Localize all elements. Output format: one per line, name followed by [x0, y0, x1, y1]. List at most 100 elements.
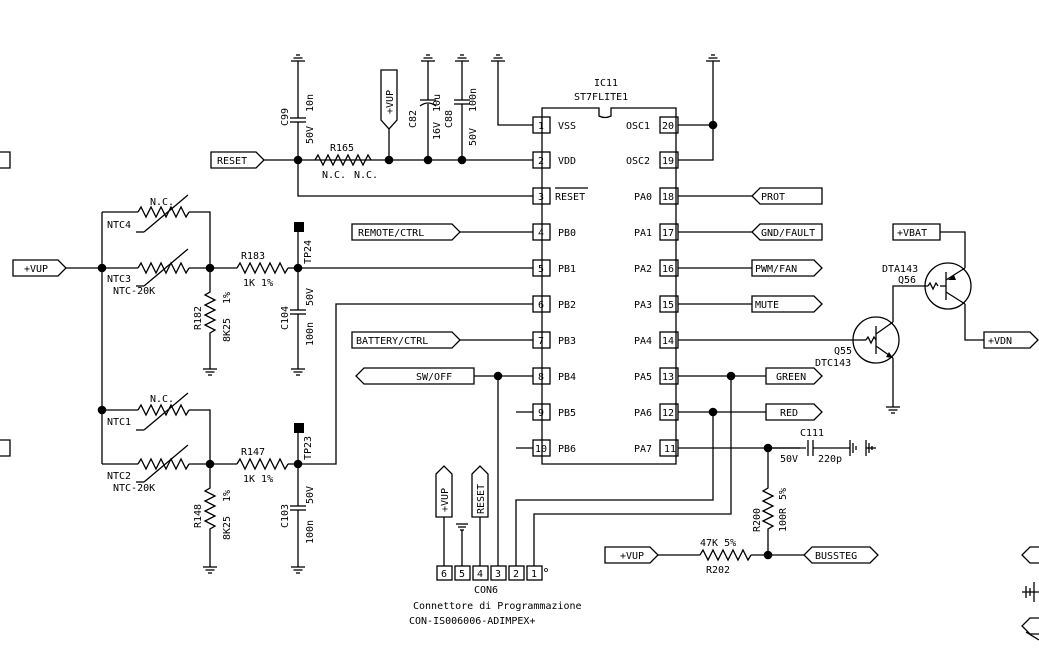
ntc-upper-section: NTC4 N.C. NTC3 NTC-20K R183 1K 1% R182 8… [97, 194, 316, 464]
r183-value: 1K 1% [243, 278, 273, 289]
ic11-ref: IC11 [594, 78, 618, 89]
pin-name: PB3 [558, 336, 576, 347]
pin-name: PA0 [634, 192, 652, 203]
ntc-lower-section: NTC1 N.C. NTC2 NTC-20K R147 1K 1% R148 8… [97, 392, 316, 574]
pin-name: VDD [558, 156, 576, 167]
c103-rating: 50V [305, 486, 316, 504]
q56-ref: Q56 [898, 275, 916, 286]
c88-value: 100n [468, 88, 479, 112]
ntc3-ref: NTC3 [107, 274, 131, 285]
r200-tol: 5% [778, 488, 789, 500]
r182-ref: R182 [193, 306, 204, 330]
r147-ref: R147 [241, 447, 265, 458]
ic-left-pin-2: 2 VDD [532, 151, 576, 169]
port-pwm-fan: PWM/FAN [751, 259, 823, 277]
port-reset: RESET [210, 151, 298, 169]
pin-number: 16 [662, 264, 674, 275]
port-vbat: +VBAT [892, 223, 941, 241]
pin-name: PA5 [634, 372, 652, 383]
port-prot: PROT [751, 187, 823, 205]
c103-ref: C103 [280, 504, 291, 528]
con6-pin-1: 1 [526, 565, 548, 581]
pin-name: OSC1 [626, 121, 650, 132]
port-sw-off: SW/OFF [355, 367, 475, 385]
r147-value: 1K 1% [243, 474, 273, 485]
port-vdn: +VDN [983, 331, 1039, 349]
r202-ref: R202 [706, 565, 730, 576]
port-label: RED [780, 408, 798, 419]
pin-number: 1 [538, 121, 544, 132]
port-label: MUTE [755, 300, 779, 311]
pin-name: PB6 [558, 444, 576, 455]
ic-right-pin-20: 20 OSC1 [626, 116, 679, 134]
r165-value-1: N.C. [322, 170, 346, 181]
ic-left-pin-6: 6 PB2 [532, 295, 576, 313]
c104-rating: 50V [305, 288, 316, 306]
ic-left-pin-5: 5 PB1 [532, 259, 576, 277]
pin-number: 3 [495, 569, 501, 580]
pin-name: PB0 [558, 228, 576, 239]
r182-tol: 1% [222, 292, 233, 304]
c111-value: 220p [818, 454, 842, 465]
port-red: RED [765, 403, 823, 421]
pin-name: RESET [555, 192, 585, 203]
pin-number: 10 [535, 444, 547, 455]
c99-ref: C99 [280, 108, 291, 126]
pin-number: 5 [538, 264, 544, 275]
port-label: GND/FAULT [761, 228, 815, 239]
c104-value: 100n [305, 322, 316, 346]
ic-right-pin-16: 16 PA2 [634, 259, 679, 277]
port-label: BUSSTEG [815, 551, 857, 562]
r182-value: 8K25 [222, 318, 233, 342]
r165-value-2: N.C. [354, 170, 378, 181]
top-supply: C99 10n 50V R165 N.C. N.C. +VUP C82 10u … [280, 54, 721, 181]
tp23-pad [294, 423, 304, 433]
c82-ref: C82 [408, 110, 419, 128]
port-remote-ctrl: REMOTE/CTRL [351, 223, 461, 241]
pin-number: 4 [477, 569, 483, 580]
con6-pin-6: 6 [436, 565, 453, 581]
pin-number: 20 [662, 121, 674, 132]
ic-left-pin-3: 3 RESET [532, 187, 588, 205]
r148-ref: R148 [193, 504, 204, 528]
r148-value: 8K25 [222, 516, 233, 540]
port-battery-ctrl: BATTERY/CTRL [351, 331, 461, 349]
con6-pin-2: 2 [508, 565, 525, 581]
pin-number: 6 [441, 569, 447, 580]
pin-number: 8 [538, 372, 544, 383]
r183-ref: R183 [241, 251, 265, 262]
c82-rating: 16V [432, 122, 443, 140]
pin-number: 17 [662, 228, 674, 239]
port-label: SW/OFF [416, 372, 452, 383]
r202-value: 47K 5% [700, 538, 736, 549]
r165-ref: R165 [330, 143, 354, 154]
ic-left-pin-9: 9 PB5 [532, 403, 576, 421]
con6-pin-5: 5 [454, 565, 471, 581]
ic-right-pin-18: 18 PA0 [634, 187, 679, 205]
ic-right-pin-14: 14 PA4 [634, 331, 679, 349]
port-label: +VBAT [897, 228, 927, 239]
pin-name: PA3 [634, 300, 652, 311]
port-label: +VUP [620, 551, 644, 562]
pin-number: 4 [538, 228, 544, 239]
ic-left-pin-4: 4 PB0 [532, 223, 576, 241]
pin-number: 12 [662, 408, 674, 419]
con-vup-label: +VUP [440, 488, 451, 512]
ntc4-value: N.C. [150, 197, 174, 208]
pin-number: 14 [662, 336, 674, 347]
ic-right-pin-13: 13 PA5 [634, 367, 679, 385]
pa7-network: C111 50V 220p R200 100R 5% 47K 5% R202 [658, 428, 876, 576]
ic-right-pin-15: 15 PA3 [634, 295, 679, 313]
c99-rating: 50V [305, 126, 316, 144]
c88-rating: 50V [468, 128, 479, 146]
q56-part: DTA143 [882, 264, 918, 275]
tp23-ref: TP23 [303, 436, 314, 460]
port-vup-left: +VUP [12, 259, 102, 277]
pin-name: PB2 [558, 300, 576, 311]
q55-ref: Q55 [834, 346, 852, 357]
c104-ref: C104 [280, 306, 291, 330]
pin-number: 3 [538, 192, 544, 203]
ic11-part: ST7FLITE1 [574, 92, 628, 103]
ntc2-ref: NTC2 [107, 471, 131, 482]
